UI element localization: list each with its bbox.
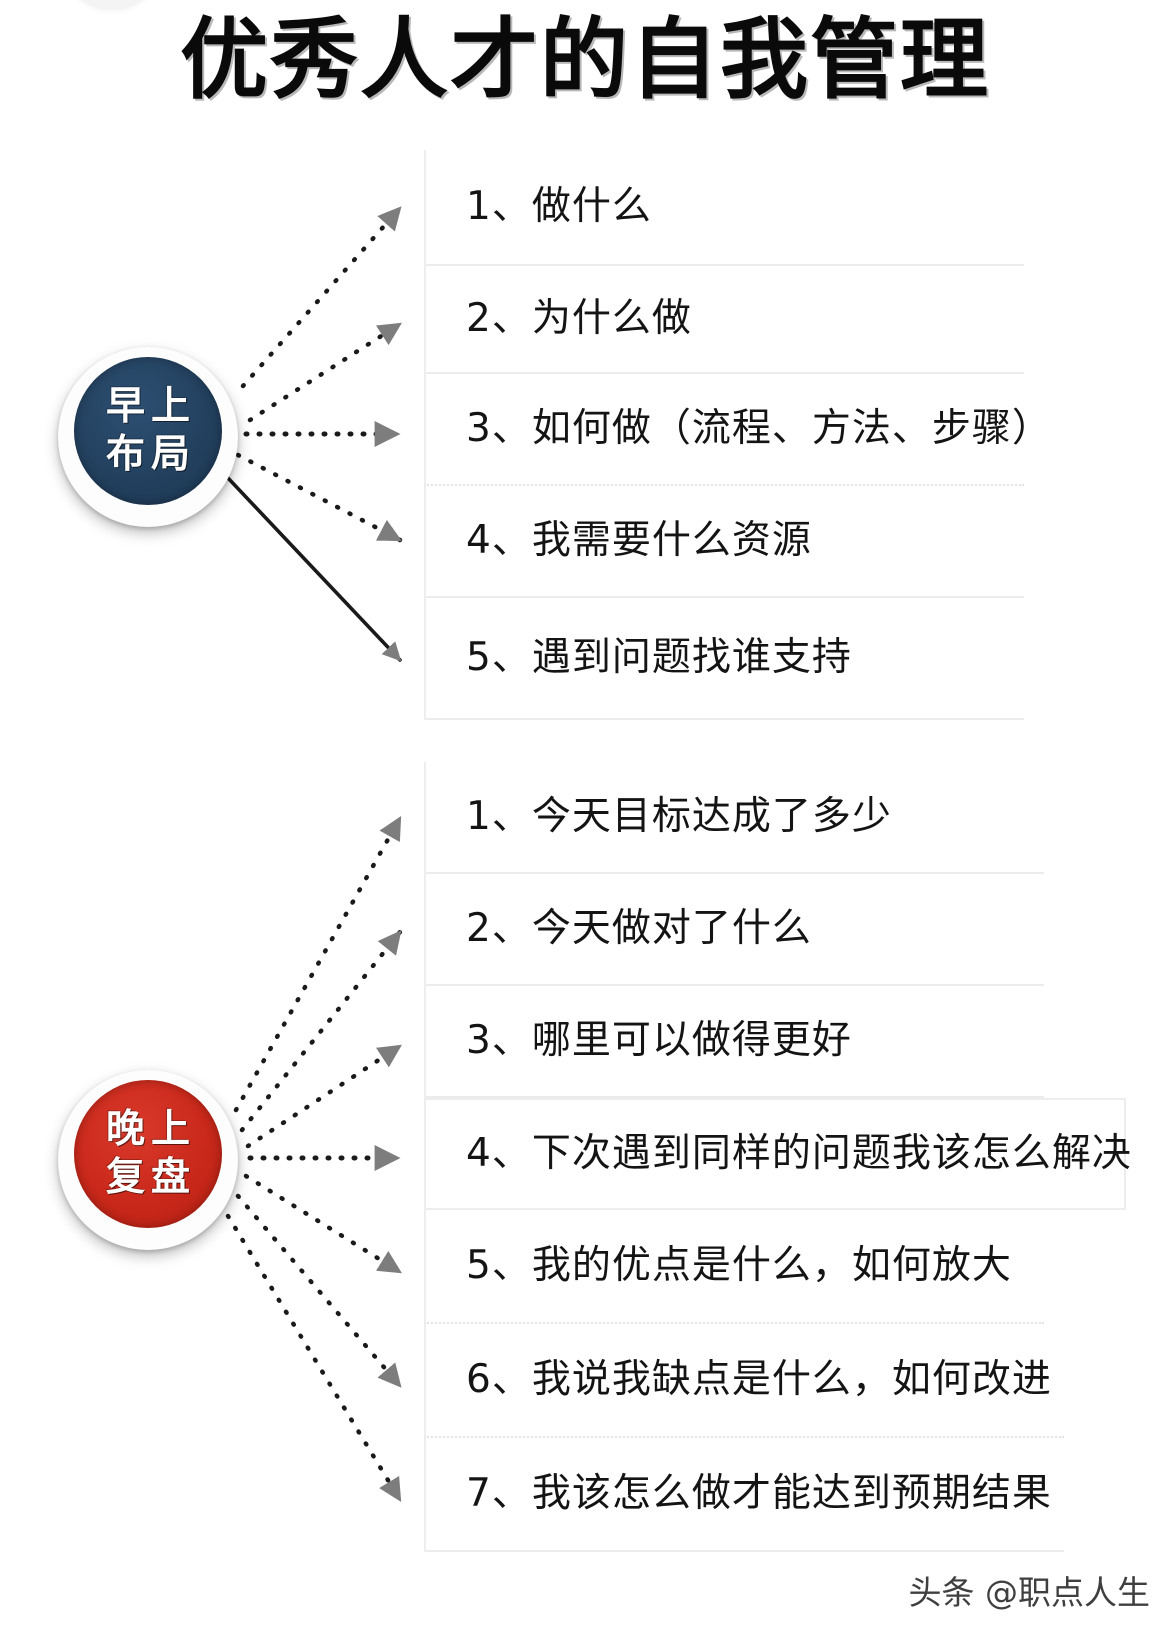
decorative-arc — [60, 0, 164, 10]
morning-planning-hub[interactable]: 早上 布局 — [58, 347, 238, 527]
list-item-label: 2、今天做对了什么 — [466, 906, 812, 951]
list-item-label: 5、我的优点是什么，如何放大 — [466, 1243, 1012, 1288]
hub-label-line1: 早上 — [105, 384, 196, 429]
list-item[interactable]: 1、今天目标达成了多少 — [424, 762, 1044, 874]
list-item[interactable]: 1、做什么 — [424, 150, 1024, 266]
list-item[interactable]: 2、为什么做 — [424, 266, 1024, 374]
hub-label-line1: 晚上 — [105, 1107, 196, 1152]
list-item[interactable]: 3、哪里可以做得更好 — [424, 986, 1044, 1098]
page-title: 优秀人才的自我管理 — [179, 8, 990, 111]
list-item-label: 6、我说我缺点是什么，如何改进 — [466, 1357, 1052, 1402]
connector-evening-3 — [245, 1043, 403, 1149]
list-item-label: 1、做什么 — [466, 184, 652, 229]
list-item-label: 5、遇到问题找谁支持 — [466, 635, 852, 680]
watermark: 头条 @职点人生 — [908, 1573, 1151, 1612]
list-item[interactable]: 4、下次遇到同样的问题我该怎么解决 — [424, 1098, 1131, 1210]
list-item-label: 1、今天目标达成了多少 — [466, 794, 892, 839]
list-item-label: 3、如何做（流程、方法、步骤） — [466, 406, 1052, 451]
evening-review-hub[interactable]: 晚上 复盘 — [58, 1070, 238, 1250]
list-item-label: 2、为什么做 — [466, 296, 692, 341]
connector-morning-5 — [226, 476, 402, 662]
hub-label-line2: 布局 — [105, 432, 196, 477]
hub-disc: 晚上 复盘 — [74, 1080, 222, 1228]
connector-evening-5 — [243, 1173, 403, 1275]
list-item-label: 3、哪里可以做得更好 — [466, 1018, 852, 1063]
connector-morning-2 — [247, 321, 403, 423]
connector-evening-1 — [233, 815, 403, 1113]
evening-list: 1、今天目标达成了多少 2、今天做对了什么 3、哪里可以做得更好 4、下次遇到同… — [424, 762, 1131, 1552]
connector-morning-4 — [235, 452, 403, 543]
list-item[interactable]: 5、遇到问题找谁支持 — [424, 598, 1024, 720]
list-item[interactable]: 2、今天做对了什么 — [424, 874, 1044, 986]
connector-evening-2 — [239, 929, 403, 1133]
connector-morning-1 — [240, 205, 403, 389]
connector-evening-6 — [235, 1193, 403, 1389]
list-item-label: 4、我需要什么资源 — [466, 518, 812, 563]
list-item-label: 7、我该怎么做才能达到预期结果 — [466, 1471, 1052, 1516]
connector-evening-7 — [225, 1213, 403, 1503]
list-item-label: 4、下次遇到同样的问题我该怎么解决 — [466, 1131, 1132, 1176]
list-item[interactable]: 4、我需要什么资源 — [424, 486, 1024, 598]
list-item[interactable]: 5、我的优点是什么，如何放大 — [424, 1210, 1044, 1324]
list-item[interactable]: 3、如何做（流程、方法、步骤） — [424, 374, 1051, 486]
list-item[interactable]: 6、我说我缺点是什么，如何改进 — [424, 1324, 1064, 1438]
hub-disc: 早上 布局 — [74, 357, 222, 505]
morning-list: 1、做什么 2、为什么做 3、如何做（流程、方法、步骤） 4、我需要什么资源 5… — [424, 150, 1051, 720]
list-item[interactable]: 7、我该怎么做才能达到预期结果 — [424, 1438, 1064, 1552]
hub-label-line2: 复盘 — [105, 1155, 196, 1200]
